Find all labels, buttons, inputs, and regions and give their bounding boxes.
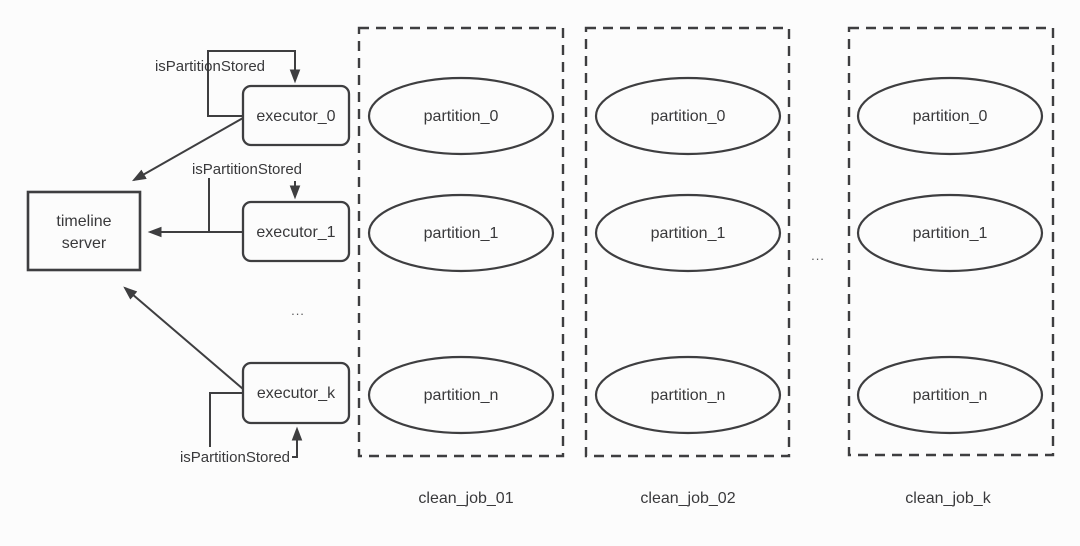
clean-job-02-partition-0-label: partition_0 [651,108,726,125]
timeline-server-label-line1: timeline [56,213,111,230]
clean-job-01-partition-1-ellipse [367,193,555,273]
clean-job-01-dashed-box [357,26,565,458]
clean-job-k-partition-1-label: partition_1 [913,225,988,242]
clean-job-02-group: partition_0 partition_1 partition_n clea… [584,26,791,507]
clean-job-02-partition-1-label: partition_1 [651,225,726,242]
executor-k-label: executor_k [257,385,336,402]
clean-job-01-partition-n-label: partition_n [424,387,499,404]
clean-job-02-partition-n-ellipse [594,355,782,435]
clean-job-k-dashed-box [847,26,1055,457]
timeline-server-label-line2: server [62,235,107,252]
executor-0-box [241,84,351,147]
clean-job-k-partition-1-ellipse [856,193,1044,273]
executor-0-label: executor_0 [256,108,335,125]
clean-jobs-ellipsis: ... [811,248,825,263]
clean-job-02-dashed-box [584,26,791,458]
executor-k-box [241,361,351,425]
clean-job-01-group: partition_0 partition_1 partition_n clea… [357,26,565,507]
clean-job-01-partition-0-ellipse [367,76,555,156]
clean-job-02-partition-1-ellipse [594,193,782,273]
executors-ellipsis: ... [291,303,305,318]
clean-job-k-partition-0-ellipse [856,76,1044,156]
timeline-server-box [26,190,142,272]
clean-job-01-label: clean_job_01 [418,490,513,507]
executor-1-label: executor_1 [256,224,335,241]
clean-job-k-partition-n-ellipse [856,355,1044,435]
connector-executor-k-to-ispartitionstored-2 [209,392,243,447]
clean-job-k-partition-0-label: partition_0 [913,108,988,125]
clean-job-02-partition-0-ellipse [594,76,782,156]
arrow-executor-k-to-timeline-server [123,286,244,390]
annotation-ispartitionstored-0: isPartitionStored [155,58,265,75]
clean-job-k-partition-n-label: partition_n [913,387,988,404]
arrow-executor-0-to-timeline-server [131,117,244,182]
annotation-ispartitionstored-1: isPartitionStored [192,161,302,178]
clean-job-k-label: clean_job_k [905,490,991,507]
annotation-ispartitionstored-2: isPartitionStored [180,449,290,466]
clean-job-k-group: partition_0 partition_1 partition_n clea… [847,26,1055,507]
executor-1-box [241,200,351,263]
arrow-loop-ispartitionstored-to-executor-0 [207,50,301,117]
clean-job-02-partition-n-label: partition_n [651,387,726,404]
clean-job-02-label: clean_job_02 [640,490,735,507]
clean-job-01-partition-0-label: partition_0 [424,108,499,125]
clean-job-01-partition-n-ellipse [367,355,555,435]
arrow-ispartitionstored-2-to-executor-k [291,426,303,458]
clean-job-01-partition-1-label: partition_1 [424,225,499,242]
